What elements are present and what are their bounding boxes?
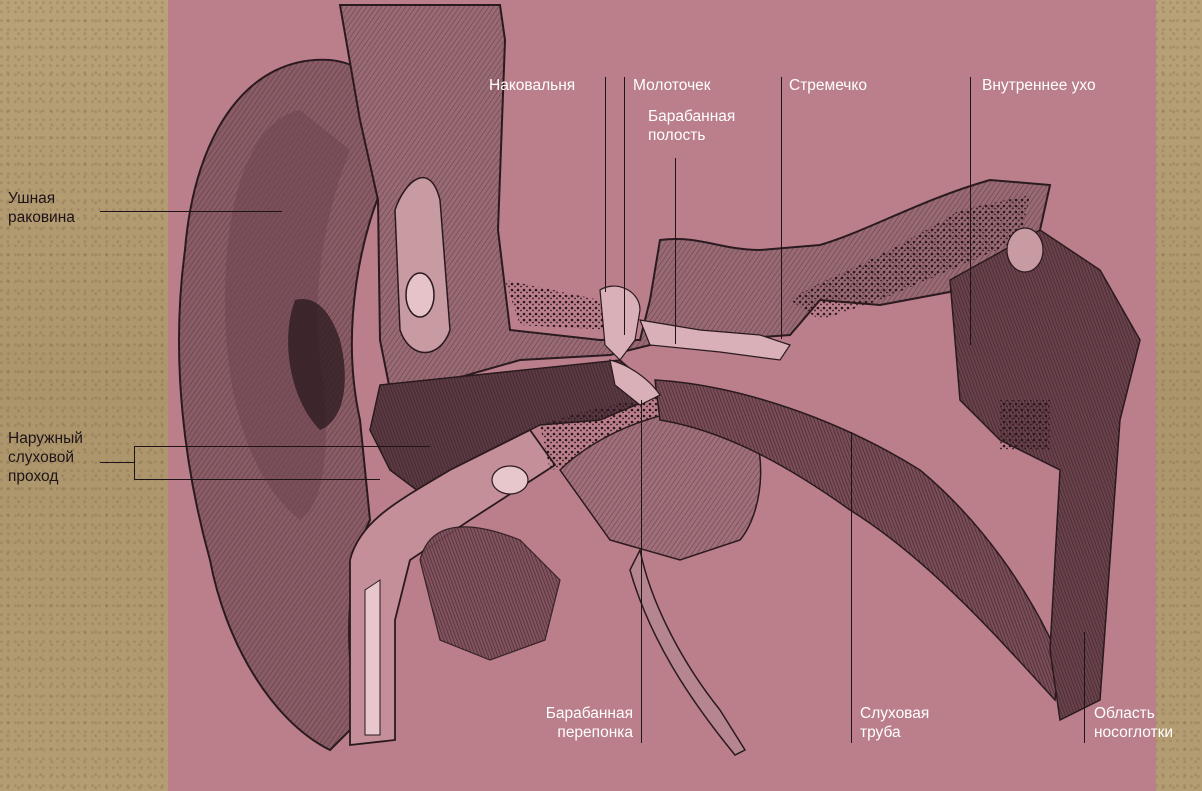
label-auricle: Ушная раковина (8, 189, 75, 227)
label-incus: Наковальня (489, 76, 575, 95)
leader-tympanic-cavity (675, 158, 676, 344)
label-stapes: Стремечко (789, 76, 867, 95)
leader-malleus (624, 77, 625, 335)
leader-eardrum (641, 400, 642, 743)
leader-ear-canal-bracket (134, 446, 135, 479)
leader-ear-canal-bottom (134, 479, 380, 480)
label-ear-canal: Наружный слуховой проход (8, 429, 83, 486)
label-malleus: Молоточек (633, 76, 711, 95)
leader-nasopharynx (1084, 632, 1085, 743)
leader-ear-canal-stub (100, 462, 134, 463)
label-inner-ear: Внутреннее ухо (982, 76, 1096, 95)
label-nasopharynx: Область носоглотки (1094, 704, 1173, 742)
label-eustachian-tube: Слуховая труба (860, 704, 929, 742)
leader-stapes (781, 77, 782, 339)
label-eardrum: Барабанная перепонка (526, 704, 633, 742)
leader-ear-canal-top (134, 446, 430, 447)
leader-eustachian-tube (851, 432, 852, 743)
leader-inner-ear (970, 77, 971, 345)
leader-auricle (100, 211, 282, 212)
leader-incus (605, 77, 606, 292)
label-tympanic-cavity: Барабанная полость (648, 107, 735, 145)
